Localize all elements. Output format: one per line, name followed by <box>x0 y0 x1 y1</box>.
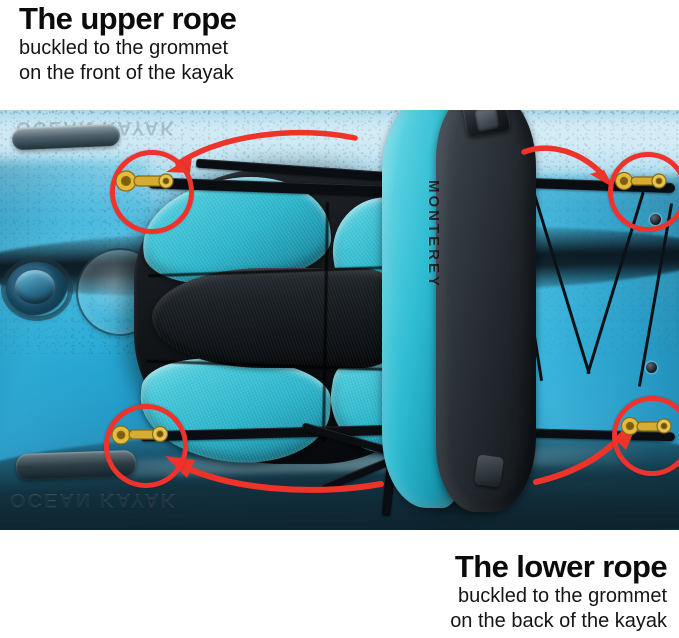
snap-hook-lower-right <box>620 416 672 436</box>
seat-center-panel <box>152 268 408 368</box>
callout-lower-line1: buckled to the grommet <box>458 585 667 607</box>
bungee-cord-b <box>532 191 591 375</box>
callout-upper-line1: buckled to the grommet <box>19 37 228 59</box>
cup-holder-icon <box>6 262 68 316</box>
highlight-grommet-upper-left <box>110 150 194 234</box>
backrest-side-clip <box>474 454 504 488</box>
snap-hook-lower-left <box>111 425 169 445</box>
callout-upper-line2: on the front of the kayak <box>19 62 234 84</box>
highlight-grommet-lower-right <box>612 396 679 476</box>
snap-hook-upper-right <box>614 171 667 191</box>
callout-upper-rope: The upper rope buckled to the grommet on… <box>19 1 237 86</box>
carry-handle-bow <box>11 123 121 151</box>
callout-upper-heading: The upper rope <box>19 1 237 36</box>
highlight-grommet-lower-left <box>104 404 188 488</box>
kayak-photo: OCEAN KAYAK OCEAN KAYAK <box>0 110 679 530</box>
highlight-grommet-upper-right <box>608 152 679 232</box>
backrest-brand-emboss: MONTEREY <box>425 180 442 290</box>
backrest-frame <box>436 110 536 512</box>
backrest-top-buckle-insert <box>474 110 500 132</box>
seat-backrest: MONTEREY <box>380 110 540 528</box>
callout-lower-line2: on the back of the kayak <box>450 610 667 632</box>
callout-lower-rope: The lower rope buckled to the grommet on… <box>450 550 667 634</box>
callout-lower-heading: The lower rope <box>454 549 668 584</box>
snap-hook-upper-left <box>115 170 174 192</box>
deck-fitting-2 <box>646 362 657 373</box>
